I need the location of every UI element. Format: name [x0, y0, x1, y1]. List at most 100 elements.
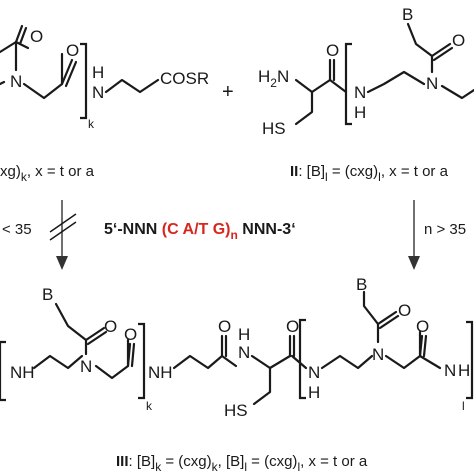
plus-sign: +: [222, 81, 234, 103]
c3-carbonyl-bond: [376, 310, 400, 330]
c2-b-group: B: [402, 5, 413, 24]
c3-b-group-2: B: [356, 275, 367, 294]
c3-carbonyl-bond: [220, 334, 228, 358]
c2-bond: [294, 78, 332, 94]
c3-label-mid1: = (cxg): [161, 453, 211, 470]
right-condition: n > 35: [424, 221, 466, 238]
c3-bracket-l-open: [298, 318, 306, 400]
c2-bond: [366, 70, 426, 94]
seq-repeat: (C A/T G): [162, 221, 231, 238]
compound-2-structure: B O N H2N O HS N H: [258, 5, 474, 138]
c3-carbonyl-bond: [84, 326, 108, 346]
c2-carbonyl-bond: [328, 58, 336, 82]
right-arrow: [408, 200, 420, 270]
c2-label-mid: = (cxg): [328, 163, 378, 180]
c2-oxygen: O: [326, 41, 339, 60]
c3-carbonyl-bond: [288, 334, 296, 358]
c2-amine-h: H: [258, 67, 270, 86]
c3-terminal-n: N: [444, 361, 456, 380]
c3-label-sub4: l: [297, 460, 300, 474]
c3-oxygen: O: [218, 317, 231, 336]
c3-carbonyl-bond: [126, 342, 136, 368]
c2-amine: H2N: [258, 67, 289, 90]
c3-bond: [362, 290, 380, 344]
c3-left-bracket: [0, 340, 6, 402]
c3-label-text: : [B]: [129, 453, 156, 470]
c2-label-text: : [B]: [298, 163, 325, 180]
c3-bond: [290, 354, 308, 370]
c2-thiol: HS: [262, 119, 286, 138]
c3-oxygen: O: [286, 317, 299, 336]
c2-carbonyl-bond: [430, 42, 454, 62]
c1-label-tail: xg): [0, 163, 21, 180]
c3-oxygen: O: [416, 317, 429, 336]
compound-1-structure: O N O k H N COSR: [0, 24, 209, 131]
c2-label-sub1: l: [325, 170, 328, 184]
c3-repeat-k: k: [146, 399, 153, 413]
c3-bond: [320, 354, 374, 370]
c1-label-rest: , x = t or a: [27, 163, 95, 180]
c3-bond: [252, 366, 272, 406]
c1-amide-h: H: [92, 63, 104, 82]
c3-oxygen: O: [124, 325, 137, 344]
c3-bond: [54, 302, 88, 356]
c2-label-rest: , x = t or a: [381, 163, 449, 180]
c1-amide-n: N: [92, 83, 104, 102]
c2-bond: [328, 78, 348, 94]
c1-nitrogen: N: [10, 72, 22, 91]
c2-bond: [294, 90, 314, 126]
c1-bond: [0, 40, 18, 54]
c3-label-number: III: [116, 453, 129, 470]
c3-amine-n2: N: [308, 363, 320, 382]
c2-left-bracket: [344, 42, 352, 126]
blocked-slash: [49, 213, 77, 241]
c1-oxygen: O: [66, 41, 79, 60]
c2-amine-sub: 2: [270, 76, 277, 90]
seq-repeat-sub: n: [231, 228, 238, 242]
c3-bond: [384, 330, 422, 370]
c3-terminal-h: H: [458, 361, 470, 380]
c1-repeat-bracket: [80, 42, 88, 120]
c1-label-sub: k: [21, 170, 28, 184]
c2-amide-h: H: [354, 103, 366, 122]
c1-oxygen: O: [30, 27, 43, 46]
seq-end: NNN-3‘: [238, 221, 296, 238]
c2-label-sub2: l: [378, 170, 381, 184]
c3-bond: [32, 354, 84, 370]
c3-bond: [94, 338, 130, 380]
compound-2-label: II: [B]l = (cxg)l, x = t or a: [290, 163, 449, 184]
c2-nitrogen: N: [426, 74, 438, 93]
c3-bond: [172, 354, 224, 370]
c1-repeat-index: k: [88, 117, 95, 131]
c3-amine-h2: H: [308, 383, 320, 402]
c3-repeat-l: l: [462, 399, 465, 413]
c3-amine-n: NH: [10, 363, 35, 382]
c3-b-group-1: B: [42, 285, 53, 304]
c3-thiol: HS: [224, 401, 248, 420]
c3-label-sub1: k: [155, 460, 162, 474]
c1-bond: [14, 40, 30, 50]
c3-bracket-l-close: [466, 320, 474, 400]
c3-nitrogen: N: [80, 357, 92, 376]
c1-carbonyl-bond: [14, 24, 28, 46]
c3-nitrogen: N: [372, 345, 384, 364]
c3-oxygen: O: [398, 301, 411, 320]
c3-bond: [250, 354, 292, 370]
c2-label-number: II: [290, 163, 298, 180]
c1-thioester: COSR: [160, 69, 209, 88]
c3-bond: [220, 354, 238, 368]
c1-carbonyl-bond: [60, 58, 78, 88]
c3-carbonyl-bond: [418, 334, 428, 358]
c3-amide-n: N: [238, 343, 250, 362]
c3-label-sub3: l: [244, 460, 247, 474]
compound-3-label: III: [B]k = (cxg)k, [B]l = (cxg)l, x = t…: [116, 453, 368, 474]
c3-bracket-k: [138, 322, 146, 400]
c3-label-mid3: = (cxg): [247, 453, 297, 470]
c3-label-rest: , x = t or a: [300, 453, 368, 470]
c3-bond: [418, 354, 442, 370]
left-condition: < 35: [2, 221, 32, 238]
c2-oxygen: O: [452, 31, 465, 50]
c3-amide-nh: NH: [148, 363, 173, 382]
c1-bond: [0, 80, 6, 86]
